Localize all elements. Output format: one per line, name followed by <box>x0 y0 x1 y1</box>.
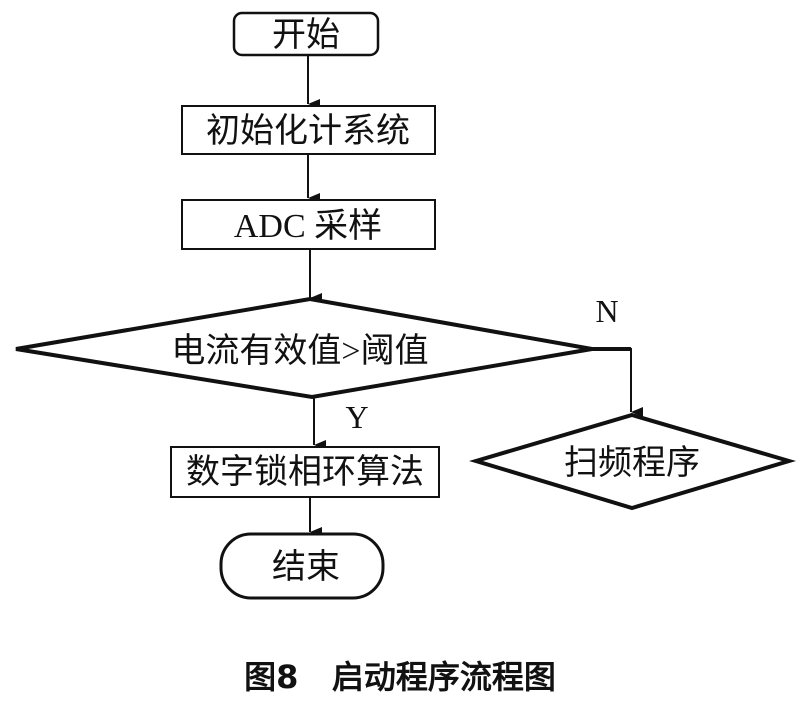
node-end-label: 结束 <box>272 548 340 586</box>
node-pll: 数字锁相环算法 <box>170 446 440 498</box>
edge-label-y: Y <box>345 399 368 435</box>
node-pll-label: 数字锁相环算法 <box>186 453 424 491</box>
node-adc-label: ADC 采样 <box>234 207 382 245</box>
node-check: 电流有效值>阈值 <box>15 296 593 400</box>
node-end: 结束 <box>219 532 385 600</box>
edge-check-sweep <box>592 348 643 417</box>
node-adc: ADC 采样 <box>181 199 436 250</box>
node-start-label: 开始 <box>272 16 340 54</box>
figure-caption: 图8 启动程序流程图 <box>244 658 556 696</box>
node-start: 开始 <box>232 11 380 57</box>
node-sweep-label: 扫频程序 <box>564 444 700 482</box>
node-init-label: 初始化计系统 <box>206 112 410 150</box>
node-check-label: 电流有效值>阈值 <box>171 332 428 370</box>
edge-label-n: N <box>595 293 618 329</box>
node-sweep: 扫频程序 <box>468 412 797 511</box>
node-init: 初始化计系统 <box>181 105 436 155</box>
